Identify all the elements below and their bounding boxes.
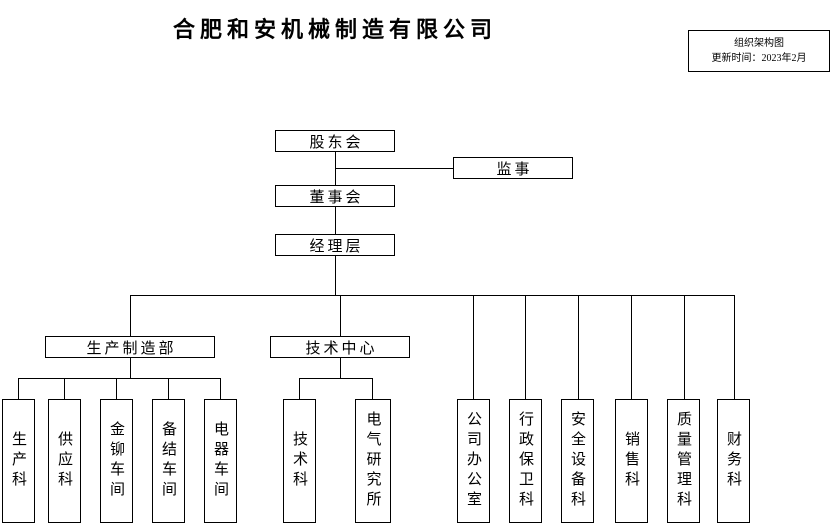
connector-line xyxy=(299,378,373,379)
node-department: 技术科 xyxy=(283,399,316,523)
connector-line xyxy=(734,295,735,399)
page-title: 合肥和安机械制造有限公司 xyxy=(172,17,498,42)
node-tech-center: 技术中心 xyxy=(270,336,410,358)
connector-line xyxy=(335,168,453,169)
connector-line xyxy=(64,378,65,399)
connector-line xyxy=(340,295,341,336)
node-supervisor: 监事 xyxy=(453,157,573,179)
node-department: 公司办公室 xyxy=(457,399,490,523)
connector-line xyxy=(130,295,735,296)
legend-updated: 更新时间：2023年2月 xyxy=(711,53,807,64)
connector-line xyxy=(168,378,169,399)
legend-box: 组织架构图 更新时间：2023年2月 xyxy=(688,30,830,72)
node-department: 供应科 xyxy=(48,399,81,523)
node-production-dept: 生产制造部 xyxy=(45,336,215,358)
connector-line xyxy=(335,207,336,234)
node-shareholders: 股东会 xyxy=(275,130,395,152)
node-department: 生产科 xyxy=(2,399,35,523)
connector-line xyxy=(578,295,579,399)
node-department: 财务科 xyxy=(717,399,750,523)
node-department: 金铆车间 xyxy=(100,399,133,523)
node-board: 董事会 xyxy=(275,185,395,207)
node-department: 销售科 xyxy=(615,399,648,523)
connector-line xyxy=(631,295,632,399)
node-department: 电器车间 xyxy=(204,399,237,523)
node-department: 质量管理科 xyxy=(667,399,700,523)
connector-line xyxy=(18,378,221,379)
legend-title: 组织架构图 xyxy=(734,38,784,49)
connector-line xyxy=(18,378,19,399)
connector-line xyxy=(220,378,221,399)
connector-line xyxy=(335,256,336,295)
node-department: 行政保卫科 xyxy=(509,399,542,523)
connector-line xyxy=(340,358,341,378)
connector-line xyxy=(116,378,117,399)
node-department: 备结车间 xyxy=(152,399,185,523)
node-department: 电气研究所 xyxy=(355,399,391,523)
node-management: 经理层 xyxy=(275,234,395,256)
connector-line xyxy=(473,295,474,399)
connector-line xyxy=(684,295,685,399)
connector-line xyxy=(130,358,131,378)
connector-line xyxy=(525,295,526,399)
node-department: 安全设备科 xyxy=(561,399,594,523)
connector-line xyxy=(299,378,300,399)
connector-line xyxy=(372,378,373,399)
connector-line xyxy=(130,295,131,336)
